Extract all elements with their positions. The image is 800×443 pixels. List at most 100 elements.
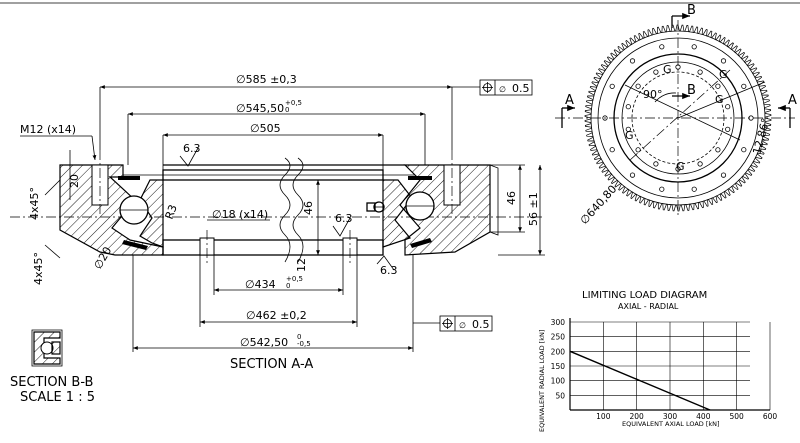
label-a-left: A [565, 93, 574, 108]
outer-bolt-hole [691, 44, 697, 50]
fcf-top: ∅ 0.5 [452, 79, 533, 96]
dim-545-tol-low: 0 [285, 106, 289, 114]
g-mark-5: G [719, 68, 728, 81]
outer-bolt-hole [609, 83, 615, 89]
chart-xtick-label: 100 [596, 412, 611, 421]
chart-ytick-label: 250 [551, 333, 566, 342]
chart-subtitle: AXIAL - RADIAL [618, 302, 679, 311]
outer-ring-right [399, 164, 491, 256]
seal-right-bottom [410, 238, 432, 248]
inner-bolt-hole [625, 126, 631, 132]
chart-ytick-label: 50 [555, 391, 565, 400]
dim-542-tol-up: 0 [297, 333, 301, 341]
section-bb-scale: SCALE 1 : 5 [20, 390, 95, 405]
angle-90: 90° [643, 88, 663, 101]
outer-bolt-hole [720, 172, 727, 178]
bottom-plate [162, 239, 384, 256]
detail-view: SECTION B-B SCALE 1 : 5 [10, 329, 95, 405]
chart-xlabel: EQUIVALENT AXIAL LOAD [kN] [622, 420, 720, 428]
grease-nipple [366, 201, 385, 213]
load-diagram: LIMITING LOAD DIAGRAM AXIAL - RADIAL EQU… [538, 290, 777, 432]
outer-bolt-hole [741, 147, 747, 153]
chart-xtick-label: 200 [630, 412, 645, 421]
svg-text:∅: ∅ [499, 85, 506, 94]
chart-title: LIMITING LOAD DIAGRAM [582, 290, 707, 301]
chart-ylabel: EQUIVALENT RADIAL LOAD [kN] [538, 330, 546, 432]
inner-bolt-hole [625, 104, 631, 110]
dim-434-tol-low: 0 [286, 282, 290, 290]
angle-12-86: 12,86° [750, 117, 772, 156]
dim-m12: M12 (x14) [20, 123, 76, 136]
dim-545: ∅545,50 [236, 102, 284, 115]
dim-12: 12 [295, 258, 308, 272]
label-b-top: B [687, 3, 696, 18]
chart-xtick-label: 400 [696, 412, 711, 421]
g-mark-4: G [676, 160, 685, 173]
chart-xtick-label: 500 [730, 412, 745, 421]
outer-bolt-hole [741, 83, 747, 89]
outer-bolt-hole [629, 58, 636, 64]
g-mark-3: G [625, 129, 634, 142]
outer-bolt-hole [609, 147, 615, 153]
label-a-right: A [788, 93, 797, 108]
outer-bolt-hole [629, 172, 636, 178]
outer-bolt-hole [720, 58, 727, 64]
outer-profile-right [489, 164, 499, 236]
chart-xtick-label: 600 [763, 412, 778, 421]
chart-series [569, 350, 711, 411]
inner-bolt-hole [653, 161, 659, 167]
inner-bolt-hole [725, 126, 731, 132]
fcf-bottom-value: 0.5 [472, 318, 490, 331]
dim-462: ∅462 ±0,2 [246, 309, 307, 322]
fcf-bottom: ∅ 0.5 [413, 315, 493, 332]
top-view: A A B B 90° 12,86° ∅640,80 G G G G G [555, 3, 797, 227]
outer-bolt-hole [691, 186, 697, 192]
section-bb-caption: SECTION B-B [10, 375, 93, 390]
inner-bolt-hole [697, 69, 703, 75]
chart-ytick-label: 300 [551, 318, 566, 327]
dim-56: 56 ±1 [527, 192, 540, 226]
chart-series-line [569, 350, 711, 411]
dim-545-tol-up: +0,5 [285, 99, 302, 107]
inner-bolt-hole [697, 161, 703, 167]
inner-bolt-hole [715, 83, 721, 89]
dim-chamfer-top: 4x45° [28, 187, 41, 220]
dim-542: ∅542,50 [240, 336, 288, 349]
seal-right-top [408, 176, 432, 180]
dim-585: ∅585 ±0,3 [236, 73, 297, 86]
break-line-left [279, 157, 291, 263]
chart-grid [569, 318, 771, 411]
fcf-top-value: 0.5 [512, 82, 530, 95]
inner-bolt-hole [635, 83, 641, 89]
dim-505: ∅505 [250, 122, 281, 135]
roughness-63c: 6.3 [380, 264, 398, 277]
dim-20: 20 [68, 174, 81, 188]
dim-18: ∅18 (x14) [212, 208, 268, 221]
dim-434: ∅434 [245, 278, 276, 291]
section-aa-caption: SECTION A-A [230, 357, 313, 372]
inner-bolt-hole [715, 147, 721, 153]
outer-bolt-hole [659, 44, 665, 50]
label-b-mid: B [687, 83, 696, 98]
chart-ytick-label: 200 [551, 347, 566, 356]
dim-chamfer-bottom: 4x45° [32, 252, 45, 285]
dim-46-right: 46 [505, 191, 518, 205]
dim-46-mid: 46 [302, 201, 315, 215]
inner-bolt-hole [635, 147, 641, 153]
chart-ytick-label: 150 [551, 362, 566, 371]
seal-left-top [118, 176, 140, 180]
seal-left-bottom [122, 240, 148, 250]
dim-542-tol-low: -0,5 [297, 340, 311, 348]
inner-bolt-hole [725, 104, 731, 110]
dim-r3: R3 [163, 203, 180, 221]
section-view: ∅585 ±0,3 ∅545,50 +0,5 0 ∅505 M12 (x14) … [10, 73, 545, 372]
break-line-right [292, 157, 304, 263]
inner-bolt-hole [653, 69, 659, 75]
g-mark-1: G [663, 63, 672, 76]
g-mark-2: G [715, 93, 724, 106]
dim-434-tol-up: +0,5 [286, 275, 303, 283]
pcd-640: ∅640,80 [578, 183, 620, 227]
